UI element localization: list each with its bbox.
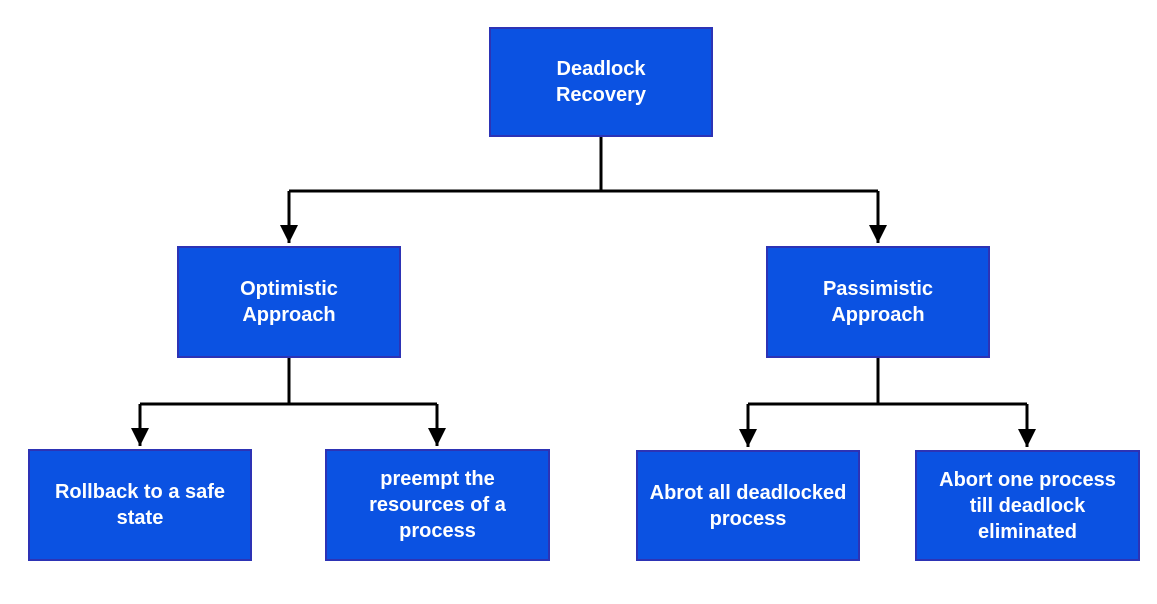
node-optimistic-approach: Optimistic Approach — [177, 246, 401, 358]
node-optimistic-approach-label: Optimistic Approach — [240, 278, 338, 326]
edge-root-to-children — [280, 137, 887, 243]
edge-passimistic-to-children — [739, 358, 1036, 447]
node-preempt-resources: preempt the resources of a process — [325, 449, 550, 561]
node-abort-one-process: Abort one process till deadlock eliminat… — [915, 450, 1140, 561]
node-preempt-resources-label: preempt the resources of a process — [369, 468, 506, 542]
node-abort-one-process-label: Abort one process till deadlock eliminat… — [939, 468, 1116, 543]
edge-optimistic-to-children — [131, 358, 446, 446]
node-abort-all-deadlocked: Abrot all deadlocked process — [636, 450, 860, 561]
node-passimistic-approach: Passimistic Approach — [766, 246, 990, 358]
node-deadlock-recovery-label: Deadlock Recovery — [555, 58, 647, 106]
node-deadlock-recovery: Deadlock Recovery — [489, 27, 713, 137]
node-rollback-safe-state-label: Rollback to a safe state — [54, 481, 226, 529]
node-passimistic-approach-label: Passimistic Approach — [822, 278, 934, 326]
node-abort-all-deadlocked-label: Abrot all deadlocked process — [649, 481, 847, 530]
node-rollback-safe-state: Rollback to a safe state — [28, 449, 252, 561]
